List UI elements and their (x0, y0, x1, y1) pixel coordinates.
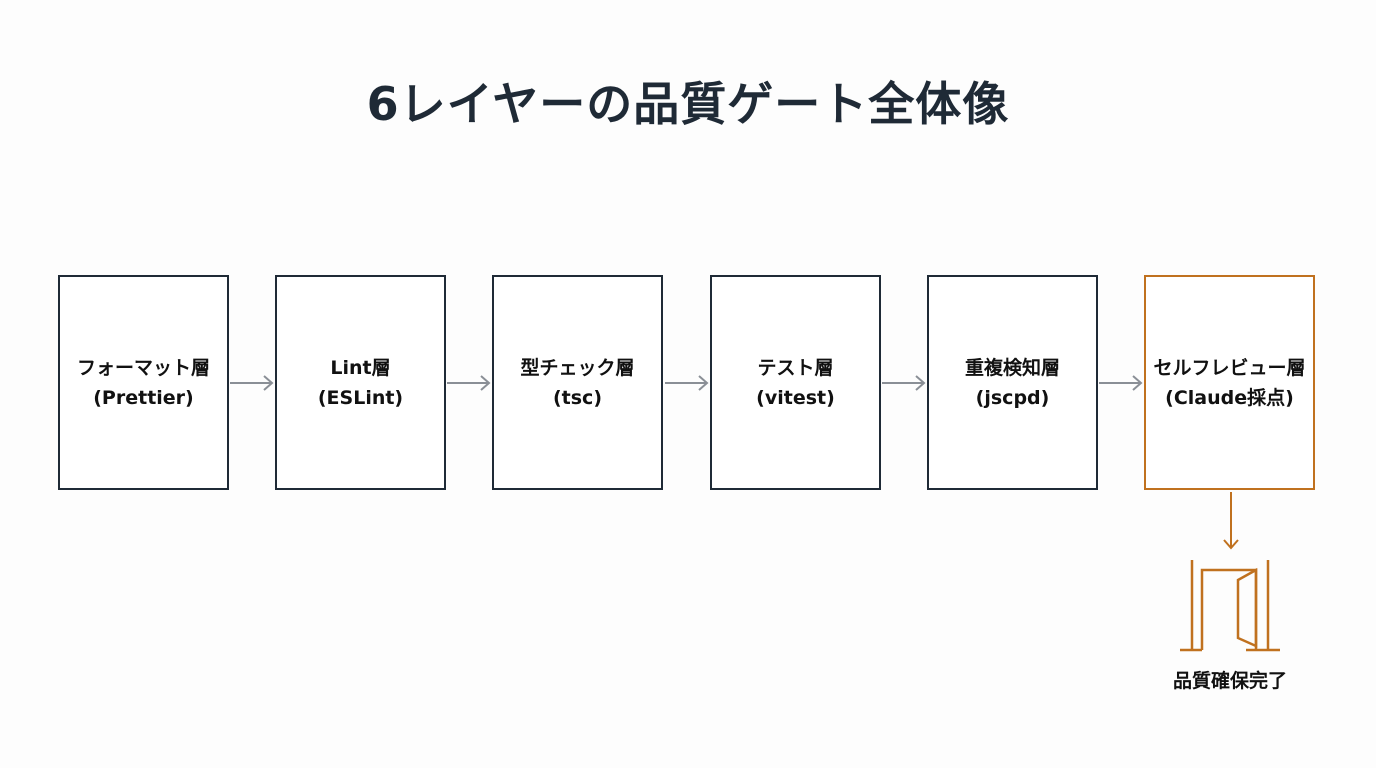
layer-tool: (Prettier) (93, 386, 194, 409)
layer-tool: (jscpd) (975, 386, 1050, 409)
layer-tool: (ESLint) (317, 386, 404, 409)
arrow-right-icon (447, 375, 491, 391)
layer-box-format: フォーマット層 (Prettier) (58, 275, 229, 490)
layer-tool: (tsc) (552, 386, 603, 409)
arrow-right-icon (665, 375, 709, 391)
layer-box-duplicate: 重複検知層 (jscpd) (927, 275, 1098, 490)
layer-box-lint: Lint層 (ESLint) (275, 275, 446, 490)
open-door-icon (1180, 560, 1280, 652)
layer-box-typecheck: 型チェック層 (tsc) (492, 275, 663, 490)
layer-box-test: テスト層 (vitest) (710, 275, 881, 490)
layer-name: テスト層 (757, 356, 834, 379)
layer-tool: (vitest) (756, 386, 835, 409)
layer-name: Lint層 (330, 356, 391, 379)
layer-box-self-review: セルフレビュー層 (Claude採点) (1144, 275, 1315, 490)
diagram-title: 6レイヤーの品質ゲート全体像 (366, 77, 1010, 131)
outcome-label: 品質確保完了 (1172, 670, 1287, 692)
layer-name: 重複検知層 (964, 356, 1060, 379)
layer-name: フォーマット層 (76, 356, 210, 379)
arrow-down-icon (1223, 492, 1239, 550)
arrow-right-icon (230, 375, 274, 391)
layer-name: セルフレビュー層 (1153, 356, 1306, 379)
arrow-right-icon (1099, 375, 1143, 391)
layer-tool: (Claude採点) (1165, 386, 1294, 409)
arrow-right-icon (882, 375, 926, 391)
layer-name: 型チェック層 (520, 356, 635, 379)
